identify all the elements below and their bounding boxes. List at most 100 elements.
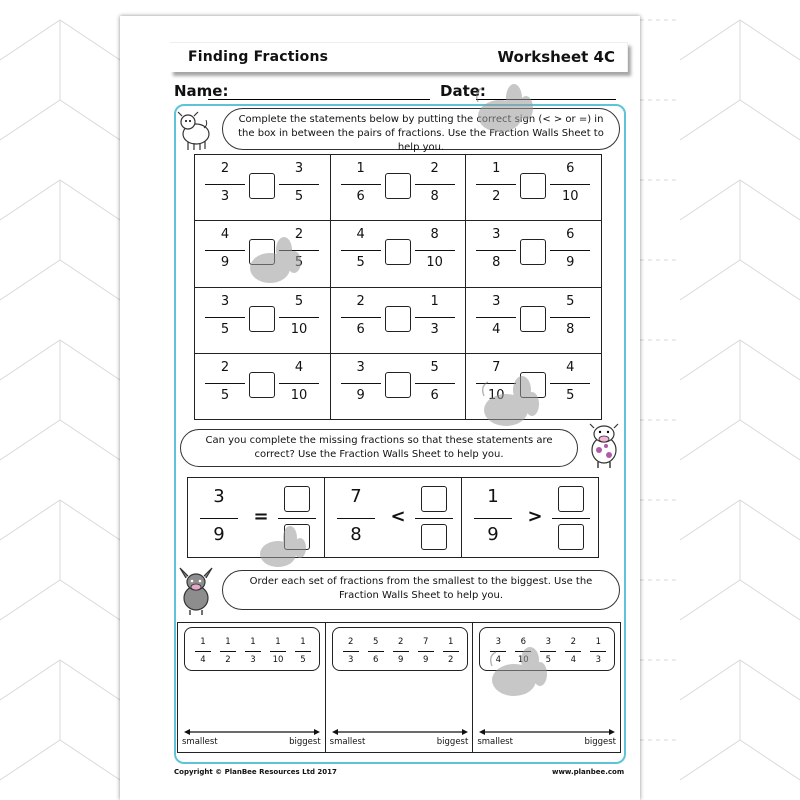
- sign-answer-box[interactable]: [249, 305, 275, 332]
- fraction-bar: [414, 184, 455, 185]
- bee-watermark-icon: [260, 526, 306, 567]
- numerator: 2: [570, 637, 577, 647]
- denominator: 5: [566, 387, 575, 403]
- sign-answer-box[interactable]: [384, 173, 411, 199]
- numerator: 8: [430, 227, 439, 243]
- title-banner: Finding Fractions Worksheet 4C: [170, 42, 628, 72]
- instruction-bubble-order: Order each set of fractions from the sma…: [222, 570, 620, 610]
- denominator: 5: [294, 189, 304, 204]
- sign-answer-box[interactable]: [384, 371, 411, 398]
- numerator: 2: [220, 359, 230, 375]
- bee-watermark-icon: [475, 84, 533, 132]
- denominator: 3: [595, 655, 602, 665]
- date-label: Date:: [440, 82, 486, 100]
- worksheet-title: Finding Fractions: [188, 49, 329, 65]
- website-link[interactable]: www.planbee.com: [552, 768, 625, 776]
- denominator: 4: [495, 655, 502, 665]
- numerator: 1: [250, 637, 256, 647]
- sign-answer-box[interactable]: [384, 239, 411, 266]
- denominator: 10: [272, 655, 284, 665]
- numerator: 5: [372, 637, 379, 647]
- sign-answer-box[interactable]: [520, 305, 547, 332]
- missing-denominator-box[interactable]: [421, 524, 447, 550]
- worksheet-page: Finding Fractions Worksheet 4C Name: Dat…: [120, 16, 640, 800]
- fraction-bar: [552, 518, 590, 519]
- sign-answer-box[interactable]: [249, 371, 275, 398]
- fraction-bar: [342, 651, 359, 652]
- name-field[interactable]: [208, 99, 430, 100]
- sign-answer-box[interactable]: [249, 173, 275, 199]
- denominator: 5: [356, 255, 365, 271]
- copyright-text: Copyright © PlanBee Resources Ltd 2017: [174, 768, 337, 776]
- numerator: 5: [430, 359, 439, 375]
- numerator: 6: [566, 161, 575, 176]
- number-line-arrow: [184, 729, 320, 735]
- sign-answer-box[interactable]: [520, 239, 547, 266]
- denominator: 5: [545, 655, 552, 665]
- denominator: 5: [220, 321, 230, 337]
- fraction-bar: [245, 651, 261, 652]
- sign-answer-box[interactable]: [520, 173, 547, 199]
- denominator: 5: [220, 387, 230, 403]
- fraction-bar: [270, 651, 286, 652]
- fraction-bar: [279, 316, 319, 318]
- numerator: 1: [200, 637, 206, 647]
- smallest-label: smallest: [477, 737, 513, 747]
- missing-denominator-box[interactable]: [558, 524, 584, 550]
- numerator: 1: [447, 637, 454, 647]
- denominator: 2: [447, 655, 454, 665]
- fraction-bar: [279, 250, 319, 252]
- numerator: 4: [220, 227, 230, 243]
- fraction-bar: [340, 184, 381, 185]
- donkey-character-icon: [179, 567, 213, 615]
- fraction-bar: [476, 184, 517, 185]
- fraction-bar: [540, 651, 557, 652]
- numerator: 3: [220, 293, 230, 309]
- comparison-sign: >: [527, 506, 543, 527]
- numerator: 7: [422, 637, 429, 647]
- fraction-bar: [279, 382, 319, 384]
- numerator: 3: [545, 637, 552, 647]
- missing-numerator-box[interactable]: [284, 486, 310, 512]
- biggest-label: biggest: [289, 737, 321, 747]
- denominator: 3: [347, 655, 354, 665]
- denominator: 6: [372, 655, 379, 665]
- numerator: 3: [213, 486, 225, 507]
- fraction-bar: [414, 250, 455, 252]
- numerator: 3: [495, 637, 502, 647]
- denominator: 3: [250, 655, 256, 665]
- sign-answer-box[interactable]: [384, 305, 411, 332]
- fraction-bar: [295, 651, 311, 652]
- denominator: 9: [422, 655, 429, 665]
- date-field[interactable]: [476, 99, 616, 100]
- comparison-sign: <: [390, 506, 406, 527]
- cow-character-icon: [589, 423, 619, 468]
- bee-watermark-icon: [489, 647, 547, 696]
- worksheet-number: Worksheet 4C: [497, 48, 615, 66]
- missing-numerator-box[interactable]: [421, 486, 447, 512]
- numerator: 1: [275, 637, 281, 647]
- missing-numerator-box[interactable]: [558, 486, 584, 512]
- numerator: 2: [347, 637, 354, 647]
- denominator: 8: [492, 255, 501, 271]
- biggest-label: biggest: [436, 737, 469, 747]
- numerator: 1: [300, 637, 306, 647]
- sheep-character-icon: [177, 111, 210, 150]
